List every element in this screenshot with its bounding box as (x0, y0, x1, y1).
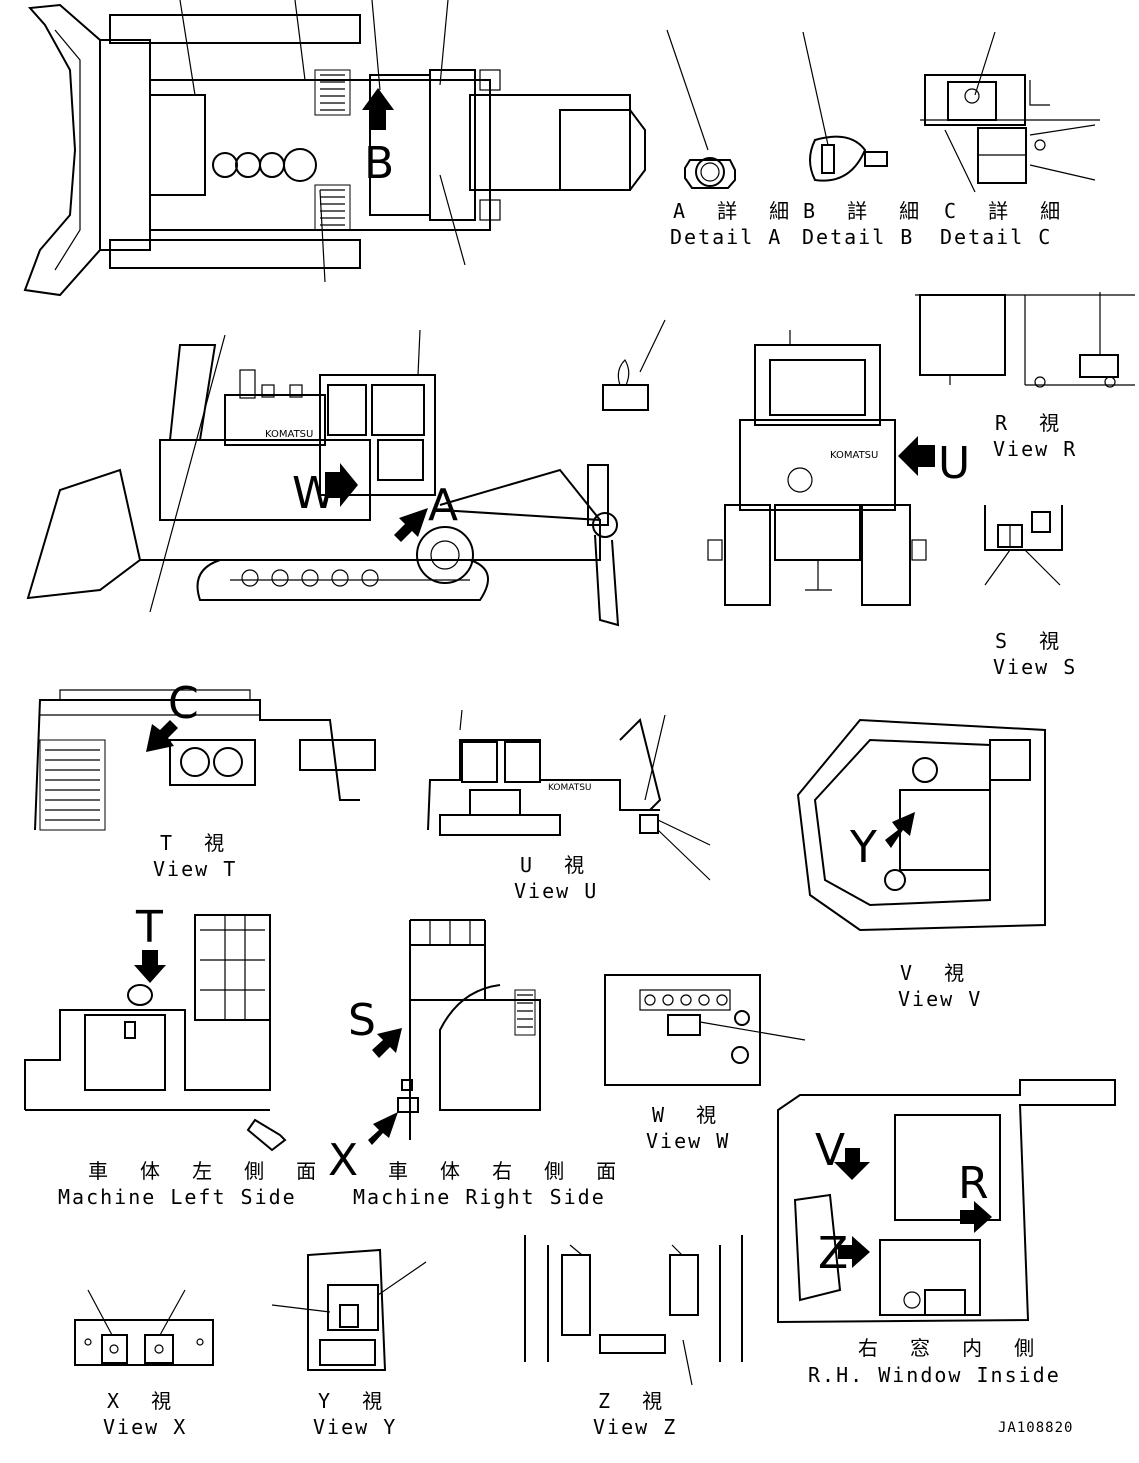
marker-z: Z (818, 1228, 848, 1279)
view-z-figure (524, 1235, 743, 1386)
view-u-brand-text: KOMATSU (548, 783, 592, 793)
marker-r: R (958, 1158, 989, 1209)
detail-a-caption-en: Detail A (670, 225, 782, 249)
marker-x: X (328, 1135, 358, 1186)
view-v-caption-jp: V 視 (900, 961, 974, 985)
view-w-caption-jp: W 視 (652, 1103, 726, 1127)
view-t-figure: C (34, 678, 376, 831)
view-u-caption-jp: U 視 (520, 853, 594, 877)
side-brand-text: KOMATSU (265, 429, 313, 440)
front-view-dozer: KOMATSU U (707, 330, 970, 606)
view-x-caption-en: View X (103, 1415, 187, 1439)
view-r-caption-en: View R (993, 437, 1077, 461)
view-r-caption-jp: R 視 (995, 411, 1069, 435)
view-y-caption-jp: Y 視 (318, 1389, 392, 1413)
view-z-caption-jp: Z 視 (598, 1389, 672, 1413)
window-inside-caption-en: R.H. Window Inside (808, 1363, 1061, 1387)
detail-b-caption-en: Detail B (802, 225, 914, 249)
marker-a: A (428, 480, 458, 531)
view-s-figure (984, 505, 1063, 586)
detail-a-caption-jp: A 詳 細 (673, 199, 799, 223)
view-t-caption-jp: T 視 (160, 831, 234, 855)
marker-b: B (364, 138, 394, 189)
machine-left-side-figure: T (24, 902, 287, 1152)
view-y-caption-en: View Y (313, 1415, 397, 1439)
detail-c-caption-en: Detail C (940, 225, 1052, 249)
marker-v: V (815, 1125, 845, 1176)
top-view-plan: B (23, 0, 646, 297)
view-u-figure: KOMATSU (427, 709, 711, 881)
detail-c-caption-jp: C 詳 細 (944, 199, 1070, 223)
view-s-caption-jp: S 視 (995, 629, 1069, 653)
right-side-caption-en: Machine Right Side (353, 1185, 606, 1209)
front-brand-text: KOMATSU (830, 450, 878, 461)
left-side-caption-jp: 車 体 左 側 面 (88, 1159, 326, 1183)
marker-u: U (938, 438, 970, 489)
marker-y: Y (849, 822, 877, 873)
view-y-figure (271, 1248, 427, 1371)
view-w-caption-en: View W (646, 1129, 730, 1153)
detail-a-figure (666, 29, 736, 189)
drawing-id: JA108820 (998, 1420, 1073, 1436)
view-z-caption-en: View Z (593, 1415, 677, 1439)
view-w-figure (604, 974, 806, 1086)
right-side-caption-jp: 車 体 右 側 面 (388, 1159, 626, 1183)
detail-b-figure (802, 31, 888, 182)
detail-c-figure (920, 31, 1100, 193)
marker-w: W (292, 468, 336, 519)
view-v-caption-en: View V (898, 987, 982, 1011)
detail-b-caption-jp: B 詳 細 (803, 199, 929, 223)
marker-s: S (348, 995, 376, 1046)
marker-t: T (135, 902, 163, 953)
view-v-figure: Y (796, 718, 1046, 932)
view-s-caption-en: View S (993, 655, 1077, 679)
marker-c: C (168, 678, 199, 729)
window-inside-caption-jp: 右 窓 内 側 (858, 1336, 1044, 1360)
machine-right-side-figure: S X (328, 919, 541, 1186)
left-side-caption-en: Machine Left Side (58, 1185, 297, 1209)
view-u-caption-en: View U (514, 879, 598, 903)
side-view-dozer: KOMATSU W A (26, 319, 666, 627)
view-x-caption-jp: X 視 (107, 1389, 181, 1413)
view-t-caption-en: View T (153, 857, 237, 881)
view-r-figure (915, 292, 1135, 388)
window-inside-figure: V Z R (777, 1079, 1116, 1324)
view-x-figure (74, 1289, 214, 1366)
